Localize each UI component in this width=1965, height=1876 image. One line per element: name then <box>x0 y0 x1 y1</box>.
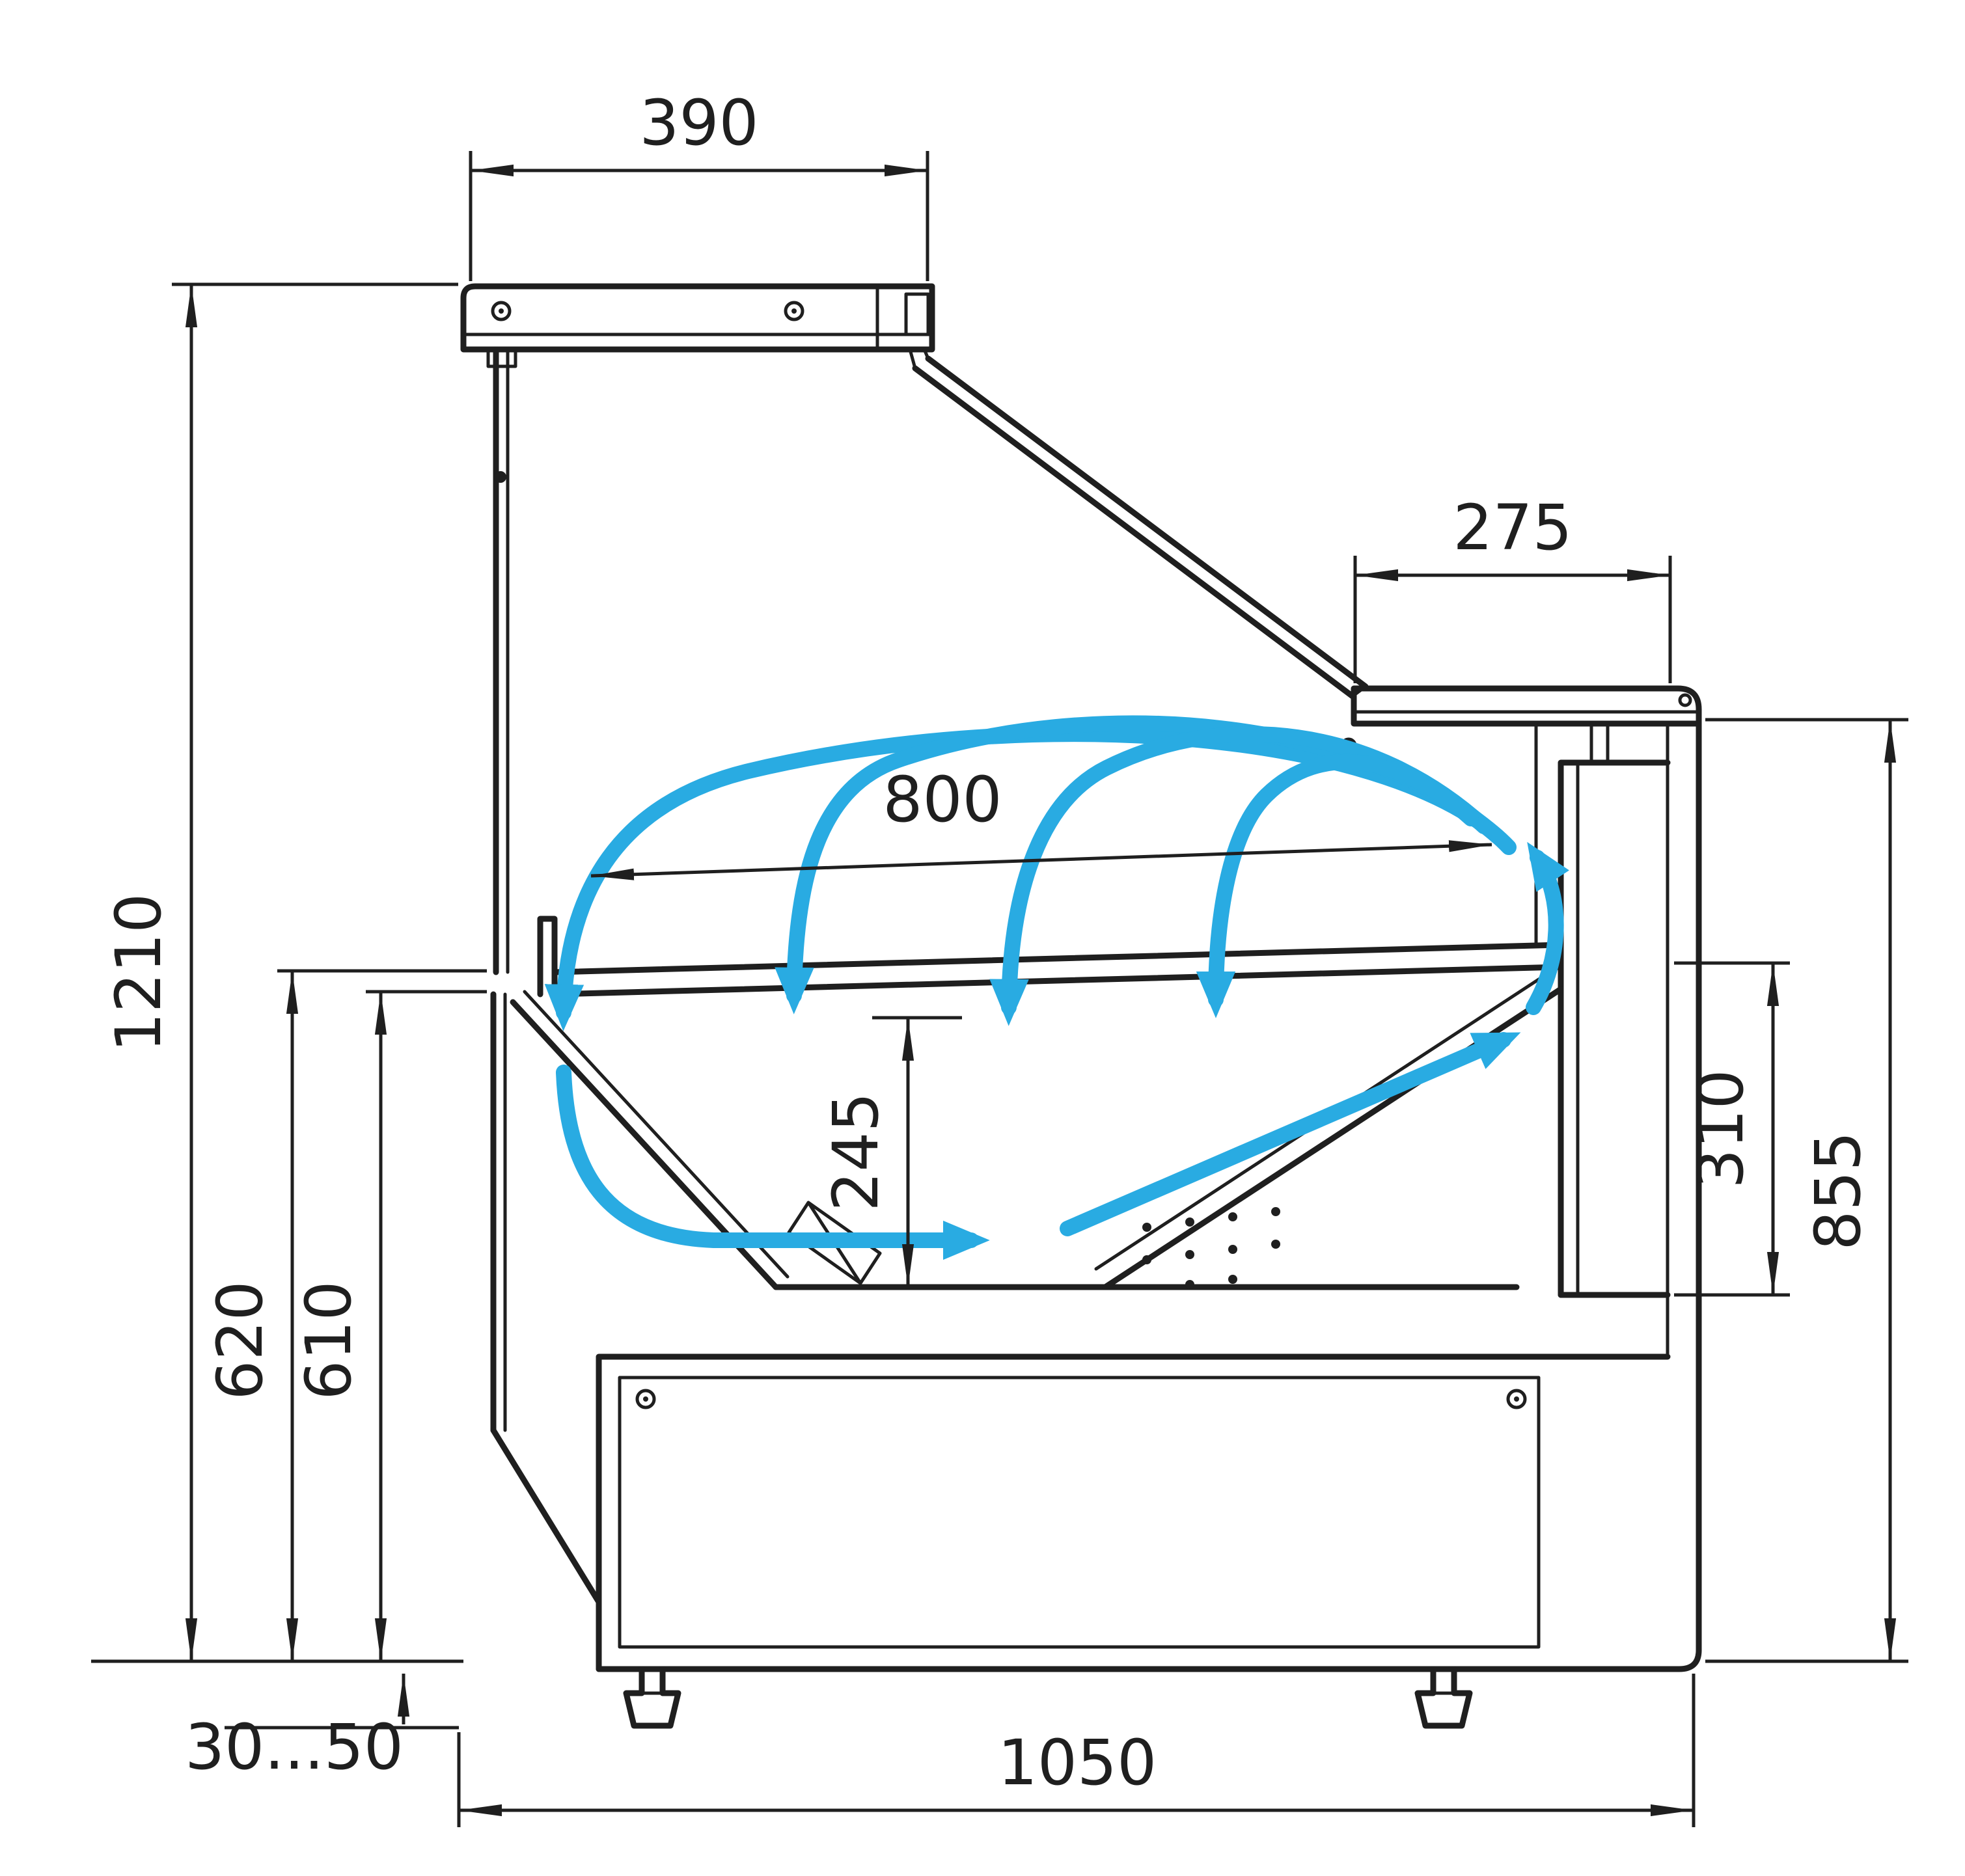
dim-display-opening-line <box>590 840 1492 880</box>
dim-well-depth-label: 245 <box>819 1092 892 1211</box>
dim-front-height: 620 <box>204 969 487 1661</box>
dim-front-inner-label: 610 <box>292 1281 365 1400</box>
perforation-dots <box>1142 1207 1280 1289</box>
slanted-glass-outer <box>912 365 1356 700</box>
dim-rear-height-label: 855 <box>1802 1131 1875 1250</box>
dimensions: 390 275 800 1210 620 610 <box>91 87 1908 1827</box>
duct-panel-outer <box>1102 986 1564 1290</box>
base-inner-panel <box>618 1376 1541 1649</box>
canopy-outline <box>460 283 935 353</box>
rear-wall-outer <box>596 720 1702 1672</box>
deck-front-lip <box>537 916 558 998</box>
dim-base-depth-label: 1050 <box>998 1726 1157 1799</box>
deck-top-surface <box>551 942 1564 975</box>
dim-overall-height-label: 1210 <box>102 893 175 1052</box>
air-duct-column <box>1558 759 1671 1298</box>
front-glass <box>486 346 517 975</box>
base-screw-left <box>635 1389 656 1409</box>
airflow-return-bottom <box>556 1065 990 1260</box>
canopy <box>460 283 935 370</box>
dim-front-height-label: 620 <box>204 1281 277 1400</box>
rear-counter <box>1351 685 1702 947</box>
deck-bottom-surface <box>551 964 1564 998</box>
rear-counter-outline <box>1351 685 1702 727</box>
base-screw-right <box>1506 1389 1527 1409</box>
dim-top-width: 390 <box>469 87 929 281</box>
dim-base-depth: 1050 <box>457 1674 1696 1827</box>
canopy-screw-left <box>491 301 512 321</box>
adjustable-feet <box>623 1666 1473 1729</box>
dim-rear-height: 855 <box>1705 718 1908 1663</box>
dim-rear-shelf-label: 275 <box>1453 491 1572 564</box>
airflow-return-diagonal <box>1060 1032 1521 1236</box>
dim-foot-adjustment: 30...50 <box>185 1674 459 1784</box>
dim-top-width-label: 390 <box>639 87 758 159</box>
dim-rear-shelf-depth: 275 <box>1353 491 1672 683</box>
well-left-wall-inner <box>523 990 790 1279</box>
display-deck <box>537 916 1564 998</box>
foot-left <box>623 1666 681 1729</box>
front-glass-top-clip <box>486 347 517 368</box>
dim-duct-outlet-height: 310 <box>1674 961 1790 1297</box>
dim-duct-outlet-label: 310 <box>1684 1069 1757 1188</box>
dim-foot-adjust-label: 30...50 <box>185 1711 404 1784</box>
rear-wall <box>596 720 1702 1672</box>
dim-well-depth: 245 <box>819 1016 962 1287</box>
slanted-glass <box>912 355 1369 754</box>
foot-right <box>1414 1666 1473 1729</box>
front-panel-chamfer <box>490 1427 602 1605</box>
case-structure <box>460 283 1702 1729</box>
base-outline <box>596 1353 1671 1672</box>
air-duct-outline <box>1558 759 1671 1298</box>
canopy-screw-right <box>784 301 804 321</box>
dim-overall-height: 1210 <box>91 282 463 1663</box>
airflow-curtain-outer <box>544 726 1517 1031</box>
machine-base <box>596 1353 1671 1672</box>
canopy-lamp-bracket <box>904 292 930 336</box>
dim-display-opening-label: 800 <box>883 763 1002 836</box>
airflow-duct-outlet <box>1526 841 1569 1015</box>
dim-front-inner-height: 610 <box>292 990 487 1661</box>
airflow-curtain-inner <box>1196 754 1479 1018</box>
slanted-glass-inner <box>925 355 1369 690</box>
rear-counter-screw <box>1678 693 1692 707</box>
front-glass-screw <box>495 471 506 483</box>
dim-display-opening: 800 <box>590 763 1492 880</box>
front-lower-panel <box>490 991 602 1605</box>
